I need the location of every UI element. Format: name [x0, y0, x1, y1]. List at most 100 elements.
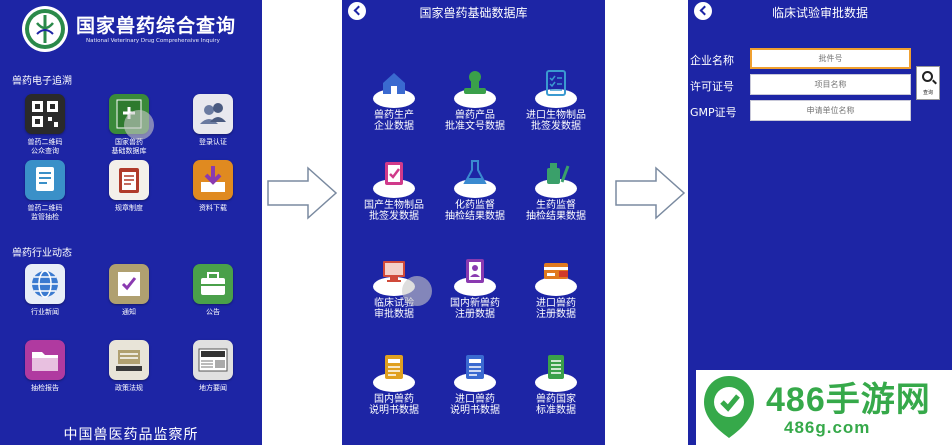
db-item-enterprise[interactable]: 兽药生产 企业数据: [353, 62, 435, 132]
app-subtitle: National Veterinary Drug Comprehensive I…: [86, 38, 220, 44]
db-item-label: 国内兽药 说明书数据: [369, 394, 419, 416]
flow-arrow-icon: [615, 166, 686, 220]
id-card-icon: [454, 259, 496, 296]
globe-icon: [25, 264, 65, 304]
menu-label: 资料下载: [199, 204, 227, 212]
db-item-domestic-bio[interactable]: 国产生物制品 批签发数据: [353, 152, 435, 222]
menu-notice[interactable]: 通知: [98, 264, 160, 317]
menu-label: 国家兽药 基础数据库: [111, 138, 147, 155]
approval-number-input[interactable]: [750, 48, 911, 69]
db-item-import-registration[interactable]: 进口兽药 注册数据: [515, 250, 597, 320]
manual-icon: [373, 355, 415, 392]
search-button-label: 查询: [922, 90, 933, 96]
db-item-approval-number[interactable]: 兽药产品 批准文号数据: [434, 62, 516, 132]
download-icon: [193, 160, 233, 200]
applicant-name-input[interactable]: [750, 100, 911, 121]
menu-label: 公告: [206, 308, 220, 316]
project-name-input[interactable]: [750, 74, 911, 95]
db-item-national-standard[interactable]: 兽药国家 标准数据: [515, 346, 597, 416]
search-button[interactable]: 查询: [916, 66, 940, 100]
menu-qr-public-query[interactable]: 兽药二维码 公众查询: [14, 94, 76, 156]
menu-label: 抽检报告: [31, 384, 59, 392]
back-icon[interactable]: [694, 2, 712, 20]
menu-label: 地方要闻: [199, 384, 227, 392]
menu-label: 规章制度: [115, 204, 143, 212]
folder-icon: [25, 340, 65, 380]
app-logo: [22, 6, 68, 52]
db-item-label: 兽药国家 标准数据: [536, 394, 576, 416]
qr-code-icon: [25, 94, 65, 134]
users-icon: [193, 94, 233, 134]
db-item-label: 国内新兽药 注册数据: [450, 298, 500, 320]
search-icon: [922, 71, 933, 82]
menu-industry-news[interactable]: 行业新闻: [14, 264, 76, 317]
page-title: 临床试验审批数据: [771, 6, 868, 20]
flask-icon: [454, 160, 496, 198]
briefcase-icon: [193, 264, 233, 304]
db-item-domestic-manual[interactable]: 国内兽药 说明书数据: [353, 346, 435, 416]
menu-regulations[interactable]: 规章制度: [98, 160, 160, 213]
database-screen: 国家兽药基础数据库 兽药生产 企业数据 兽药产品 批准文号数据 进口生物制品 批…: [342, 0, 605, 445]
section-title-tracing: 兽药电子追溯: [12, 76, 72, 87]
db-item-new-drug-registration[interactable]: 国内新兽药 注册数据: [434, 250, 516, 320]
checklist-icon: [535, 70, 577, 108]
menu-label: 登录认证: [199, 138, 227, 146]
menu-local-news[interactable]: 地方要闻: [182, 340, 244, 393]
watermark-text: 486手游网: [766, 381, 931, 419]
document-icon: [25, 160, 65, 200]
scale-icon: [109, 340, 149, 380]
menu-download[interactable]: 资料下载: [182, 160, 244, 213]
footer-org-name: 中国兽医药品监察所: [63, 427, 199, 443]
field-label: 许可证号: [690, 80, 734, 93]
section-title-news: 兽药行业动态: [12, 248, 72, 259]
db-item-label: 国产生物制品 批签发数据: [364, 200, 424, 222]
touch-indicator: [402, 276, 432, 306]
newspaper-icon: [193, 340, 233, 380]
menu-inspection-report[interactable]: 抽检报告: [14, 340, 76, 393]
menu-label: 行业新闻: [31, 308, 59, 316]
db-item-label: 进口兽药 说明书数据: [450, 394, 500, 416]
db-item-bio-inspection[interactable]: 生药监督 抽检结果数据: [515, 152, 597, 222]
back-icon[interactable]: [348, 2, 366, 20]
field-label: 企业名称: [690, 54, 734, 67]
top-bar: 国家兽药基础数据库: [342, 0, 605, 22]
db-item-label: 生药监督 抽检结果数据: [526, 200, 586, 222]
db-item-label: 进口生物制品 批签发数据: [526, 110, 586, 132]
field-label: GMP证号: [690, 106, 737, 119]
flow-arrow-icon: [267, 166, 338, 220]
touch-indicator: [124, 110, 154, 140]
checklist-icon: [109, 264, 149, 304]
bottle-icon: [535, 163, 577, 198]
db-item-label: 临床试验 审批数据: [374, 298, 414, 320]
top-bar: 临床试验审批数据: [688, 0, 952, 22]
app-header: 国家兽药综合查询 National Veterinary Drug Compre…: [22, 6, 262, 52]
menu-policy-law[interactable]: 政策法规: [98, 340, 160, 393]
db-item-import-bio[interactable]: 进口生物制品 批签发数据: [515, 62, 597, 132]
db-item-label: 兽药产品 批准文号数据: [445, 110, 505, 132]
menu-label: 政策法规: [115, 384, 143, 392]
menu-qr-supervision[interactable]: 兽药二维码 监管抽检: [14, 160, 76, 222]
db-item-label: 进口兽药 注册数据: [536, 298, 576, 320]
clipboard-check-icon: [373, 162, 415, 198]
card-icon: [535, 263, 577, 296]
menu-announcement[interactable]: 公告: [182, 264, 244, 317]
watermark-url: 486g.com: [784, 418, 871, 437]
watermark-logo-icon: [704, 376, 754, 438]
db-item-chem-inspection[interactable]: 化药监督 抽检结果数据: [434, 152, 516, 222]
standard-doc-icon: [535, 355, 577, 392]
manual-icon: [454, 355, 496, 392]
page-title: 国家兽药基础数据库: [419, 6, 528, 20]
stamp-icon: [454, 71, 496, 108]
menu-label: 通知: [122, 308, 136, 316]
db-item-import-manual[interactable]: 进口兽药 说明书数据: [434, 346, 516, 416]
watermark: 486手游网 486g.com: [696, 370, 952, 445]
menu-label: 兽药二维码 监管抽检: [27, 204, 63, 221]
db-item-label: 化药监督 抽检结果数据: [445, 200, 505, 222]
app-title: 国家兽药综合查询: [76, 15, 237, 37]
menu-login-auth[interactable]: 登录认证: [182, 94, 244, 147]
menu-label: 兽药二维码 公众查询: [27, 138, 63, 155]
db-item-label: 兽药生产 企业数据: [374, 110, 414, 132]
clipboard-icon: [109, 160, 149, 200]
house-icon: [373, 73, 415, 108]
home-screen: 国家兽药综合查询 National Veterinary Drug Compre…: [0, 0, 262, 445]
